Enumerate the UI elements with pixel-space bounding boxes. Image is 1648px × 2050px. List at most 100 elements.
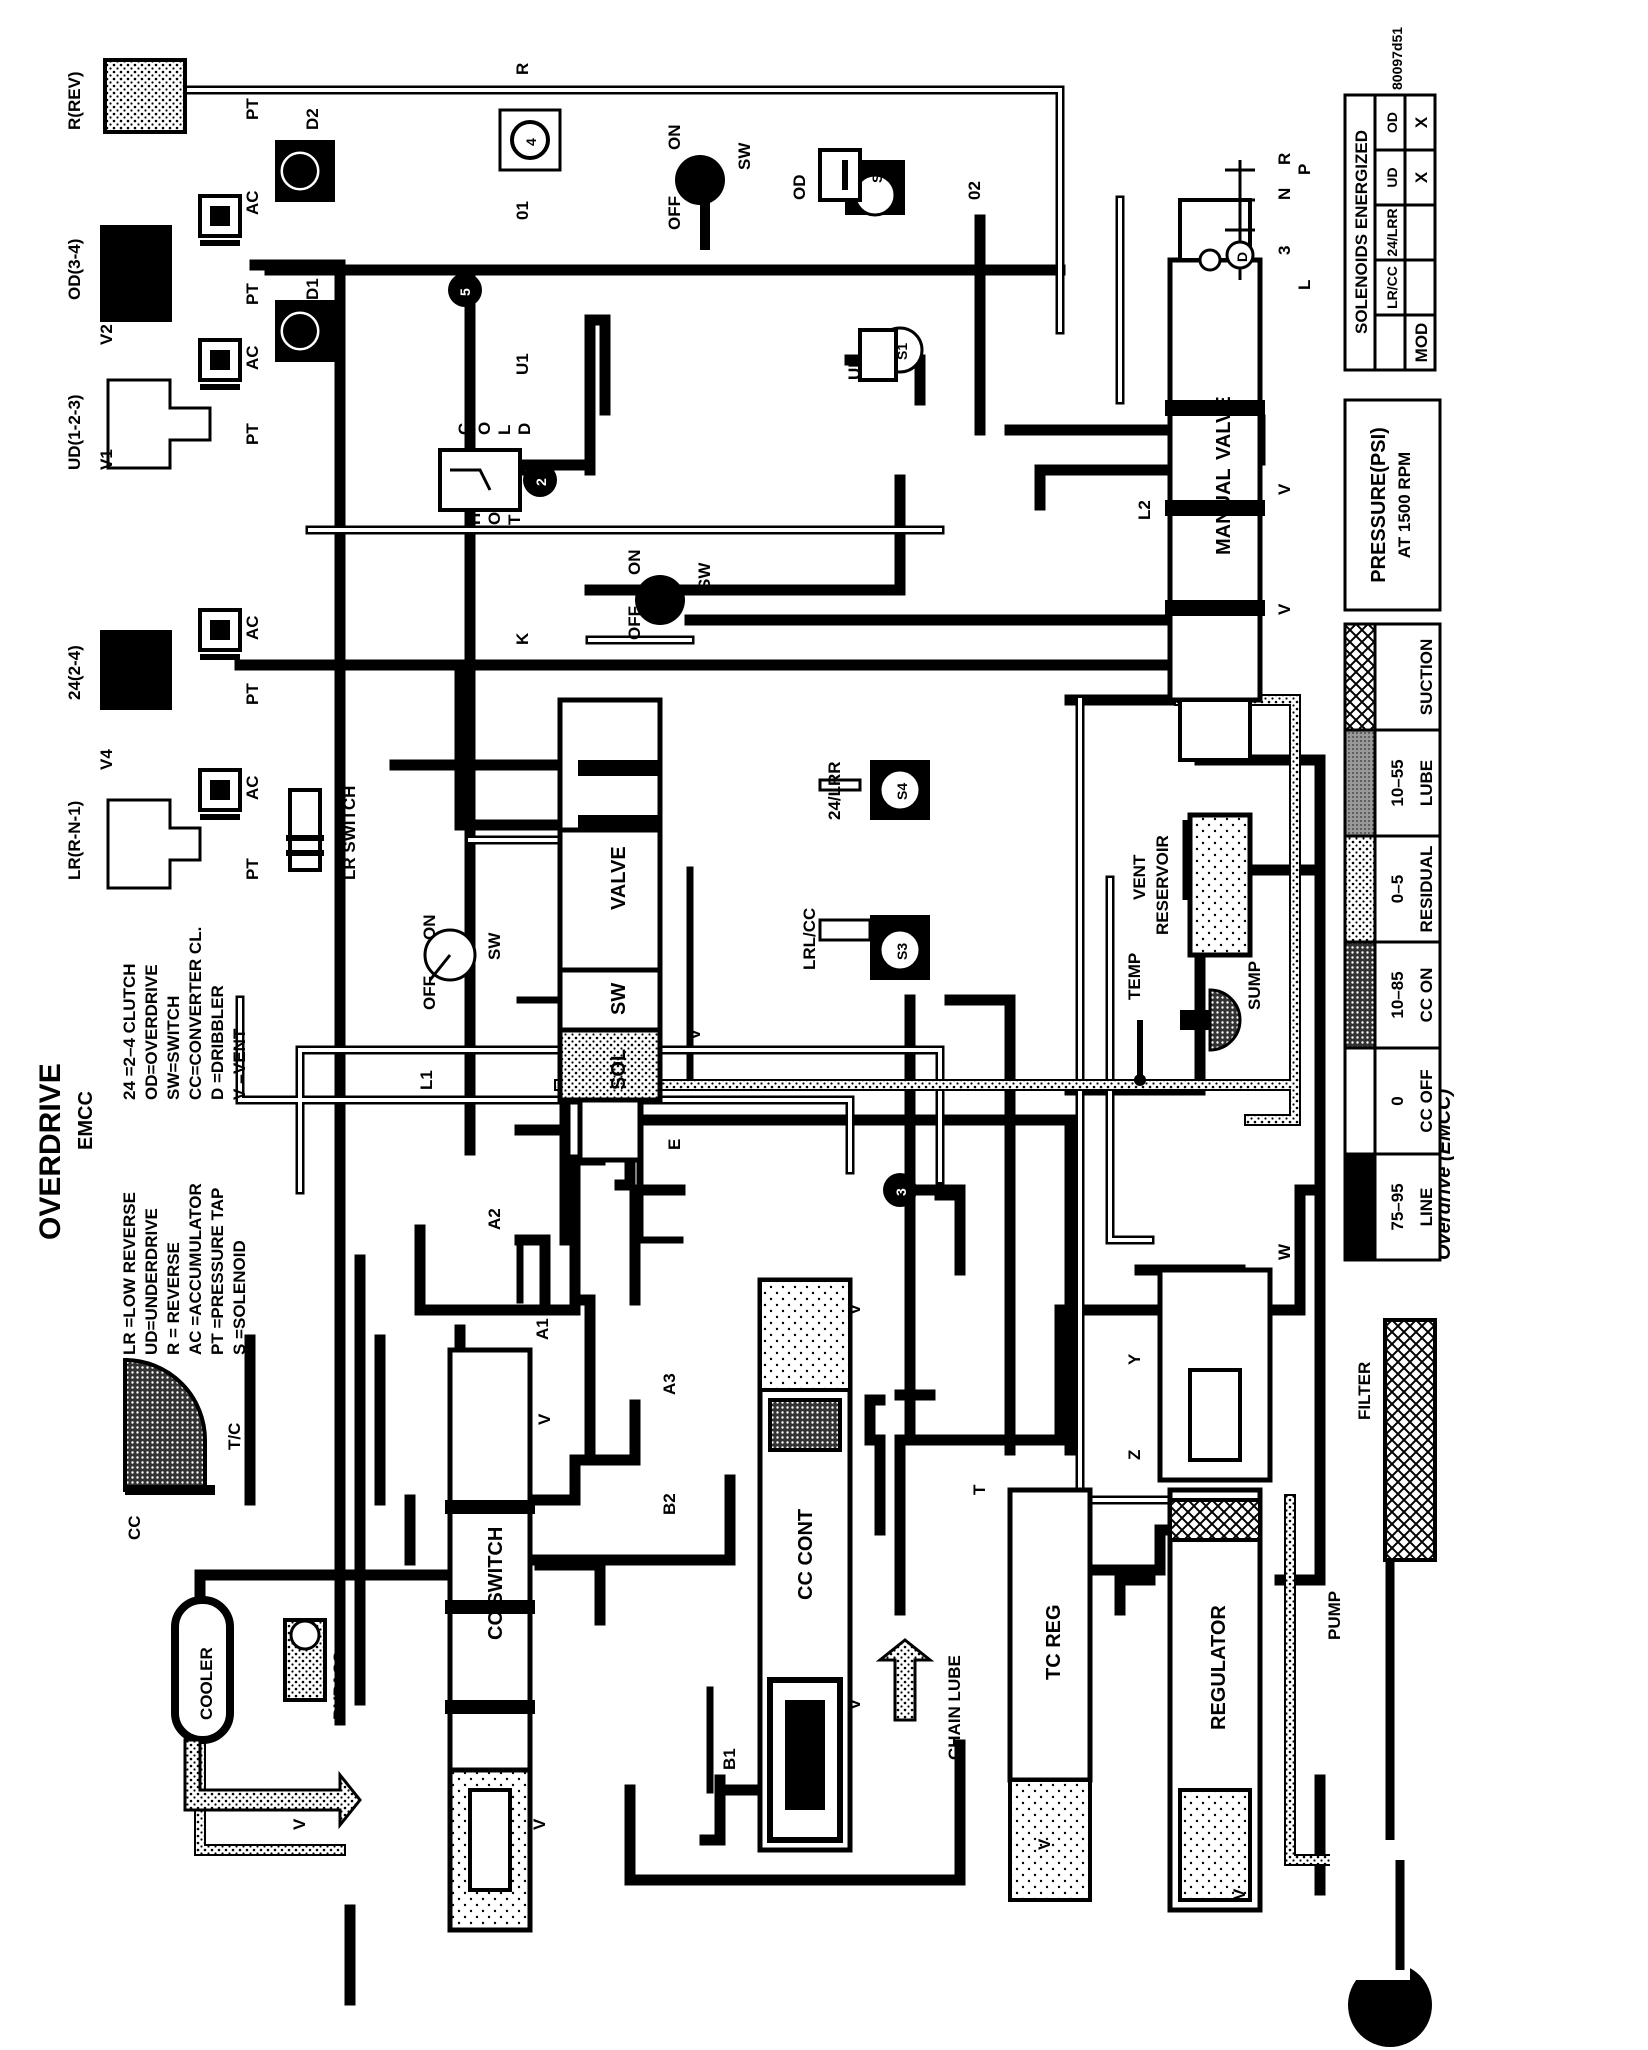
pump-label: PUMP <box>1325 1591 1344 1640</box>
legend-right-item: CC=CONVERTER CL. <box>186 927 205 1100</box>
accumulator-label: AC <box>243 190 262 215</box>
diagram-title: OVERDRIVE <box>34 1063 67 1240</box>
legend-right-item: OD=OVERDRIVE <box>142 964 161 1100</box>
legend-right-item: 24 =2–4 CLUTCH <box>120 963 139 1100</box>
solenoid-od-label: OD <box>790 175 809 201</box>
pressure-swatch <box>1343 940 1377 1050</box>
switch-sw-label-od: SW <box>735 142 754 170</box>
clutch-row <box>100 58 335 890</box>
passage-label-b2: B2 <box>660 1493 679 1515</box>
sw-valve-label: SW <box>608 983 630 1015</box>
underdrive-clutch-piston <box>106 378 212 470</box>
passage-label-e: E <box>665 1139 684 1150</box>
vent-label-v: V <box>845 1698 864 1710</box>
solenoid-table-title: SOLENOIDS ENERGIZED <box>1352 130 1371 334</box>
vent-label-v4: V4 <box>97 749 116 770</box>
pressure-swatch <box>1343 834 1377 944</box>
pressure-tap-label: PT <box>243 683 262 705</box>
legend-right-item: D =DRIBBLER <box>208 985 227 1100</box>
pressure-swatch <box>1343 622 1377 732</box>
check-ball-5 <box>448 273 482 307</box>
temp-label: TEMP <box>1125 953 1144 1000</box>
passage-label-r: R <box>513 63 532 75</box>
solenoid-s4-icon <box>878 768 922 812</box>
vent-label-v: V <box>1035 1838 1054 1850</box>
bypass-label: BYPASS <box>330 1651 349 1720</box>
solenoid-s1-label: S1 <box>894 343 910 360</box>
valve-label: VALVE <box>608 846 630 910</box>
accumulator-ud <box>198 338 242 390</box>
manual-valve-label: VALVE <box>1213 396 1235 460</box>
passage-label-k: K <box>513 632 532 645</box>
solenoid-header: 24/LRR <box>1384 208 1400 256</box>
pressure-value: 75–95 <box>1388 1183 1407 1230</box>
solenoid-24lr-label: 24/LRR <box>825 761 844 820</box>
pressure-value: 0–5 <box>1388 875 1407 903</box>
pump-icon <box>1348 1963 1432 2047</box>
switch-on-label-24: ON <box>625 550 644 576</box>
switch-sw-label-24: SW <box>695 562 714 590</box>
cold-label-letter: C <box>455 423 474 435</box>
pressure-name: LUBE <box>1417 760 1436 806</box>
cold-label-letter: D <box>515 423 534 435</box>
solenoid-header: OD <box>1384 112 1400 133</box>
solenoid-s3-icon <box>878 928 922 972</box>
passage-label-y: Y <box>1125 1353 1144 1365</box>
cc-label: CC <box>125 1515 144 1540</box>
manual-label: MANUAL <box>1213 468 1235 555</box>
solenoid-value: X <box>1412 171 1431 183</box>
regulator-label: REGULATOR <box>1208 1605 1230 1730</box>
pressure-value: 0 <box>1388 1096 1407 1105</box>
cc-cont-label: CC CONT <box>795 1509 817 1600</box>
clutch-label-lr: LR(R-N-1) <box>65 801 84 880</box>
sump-label: SUMP <box>1245 961 1264 1010</box>
vent-label-v2: V2 <box>97 324 116 345</box>
passage-label-z: Z <box>1125 1450 1144 1460</box>
check-ball-3 <box>883 1173 917 1207</box>
reverse-clutch-piston <box>103 58 187 134</box>
passage-label-l1: L1 <box>417 1070 436 1090</box>
pressure-name: CC ON <box>1417 968 1436 1023</box>
clutch-24-piston <box>100 630 172 710</box>
pressure-tap-label: PT <box>243 858 262 880</box>
passage-label-a3: A3 <box>660 1373 679 1395</box>
passage-label-t: T <box>970 1484 989 1495</box>
bypass-arrow-icon <box>183 1738 362 1830</box>
pressure-value: 10–55 <box>1388 759 1407 806</box>
vent-label-v: V <box>1275 483 1294 495</box>
legend-right-item: V =VENT <box>230 1028 249 1100</box>
legend-left-item: AC =ACCUMULATOR <box>186 1183 205 1355</box>
tc-label: T/C <box>225 1423 244 1450</box>
chain-lube-arrow-icon <box>875 1638 935 1722</box>
passage-label-u1: U1 <box>513 353 532 375</box>
low-reverse-clutch-piston <box>106 798 202 890</box>
sump-icon <box>1208 988 1242 1052</box>
clutch-label-24: 24(2-4) <box>65 645 84 700</box>
solenoid-lrcc-label: LRL/CC <box>800 908 819 970</box>
accumulator-od <box>198 194 242 246</box>
passage-label-02: 02 <box>965 181 984 200</box>
switch-off-label-24: OFF <box>625 606 644 640</box>
reservoir-label: RESERVOIR <box>1153 835 1172 935</box>
hot-label-letter: T <box>505 514 524 525</box>
pressure-tap-label: PT <box>243 423 262 445</box>
legend-left-item: LR =LOW REVERSE <box>120 1192 139 1355</box>
pressure-swatch <box>1343 728 1377 838</box>
vent-label-v3: V3 <box>135 239 154 260</box>
sol-valve-label: SOL <box>608 1049 630 1090</box>
dribbler-d1 <box>275 300 335 362</box>
legend-left-item: UD=UNDERDRIVE <box>142 1208 161 1355</box>
pressure-tap-label: PT <box>243 283 262 305</box>
solenoid-header: UD <box>1384 167 1400 187</box>
cooler-label: COOLER <box>197 1647 216 1720</box>
legend-left-item: R = REVERSE <box>164 1242 183 1355</box>
gear-p-label: P <box>1295 164 1314 175</box>
hot-label-letter: H <box>465 513 484 525</box>
vent-label-v: V <box>290 1818 309 1830</box>
cc-switch-label: CC SWITCH <box>485 1527 507 1640</box>
legend-left-item: PT =PRESSURE TAP <box>208 1188 227 1355</box>
valve-bodies <box>123 160 1437 2047</box>
